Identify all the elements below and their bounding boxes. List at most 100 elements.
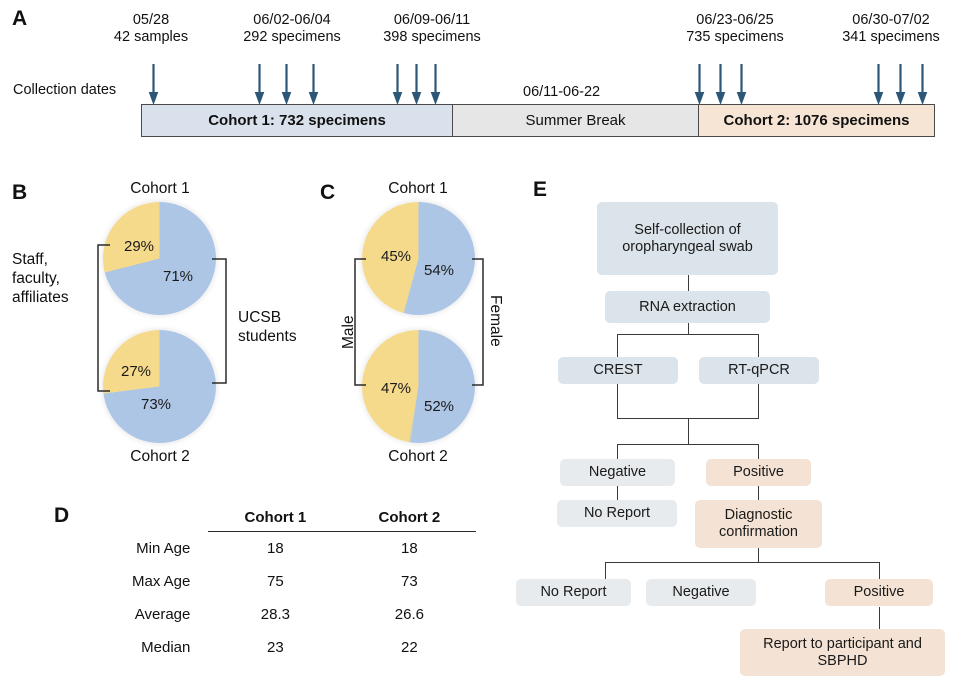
table-row-label: Median [141,639,191,656]
connector-crest-down [617,383,619,419]
table-row: Min Age 18 18 [120,532,476,566]
panel-b-top-title: Cohort 1 [130,180,190,197]
flow-node-diagnostic-confirmation[interactable]: Diagnostic confirmation [695,500,822,548]
table-cell: 75 [267,573,284,590]
collection-dates-label: Collection dates [13,82,117,98]
panel-b-letter: B [12,181,28,204]
timeline-arrow-icon [694,64,705,106]
panel-b-pie-cohort2 [103,330,216,443]
timeline-segment-summer-break: Summer Break [453,105,699,136]
flow-node-self-collection[interactable]: Self-collection of oropharyngeal swab [597,202,778,275]
flow-node-no-report-screen[interactable]: No Report [557,500,677,527]
panel-d-letter: D [54,504,70,527]
connector-down-negative1 [617,444,619,459]
connector-positive2-to-report [879,607,881,629]
timeline-tick-label-1: 05/28 42 samples [96,12,206,46]
timeline-arrow-icon [430,64,441,106]
timeline-segment-cohort1: Cohort 1: 732 specimens [142,105,453,136]
panel-c-bottom-title: Cohort 2 [388,448,448,465]
panel-b-bottom-title: Cohort 2 [130,448,190,465]
connector-split-crest-rtqpcr [617,334,759,336]
panel-c-top-title: Cohort 1 [388,180,448,197]
panel-b-left-bracket [89,244,111,392]
flow-node-crest[interactable]: CREST [558,357,678,384]
connector-down-negative2 [605,562,607,579]
connector-down-crest [617,334,619,357]
tick-dates: 06/02-06/04 [253,12,331,28]
connector-down-positive2 [879,562,881,579]
table-col-header-cohort1: Cohort 1 [208,507,343,532]
flow-node-report-participant-sbphd[interactable]: Report to participant and SBPHD [740,629,945,676]
table-row: Average 28.3 26.6 [120,598,476,631]
connector-down-rtqpcr [758,334,760,357]
panel-b-left-label-line-1: Staff, [12,251,48,268]
panel-b-pie2-blue-label: 73% [141,396,172,413]
panel-b-pie1-yellow-label: 29% [124,238,155,255]
flow-node-no-report-confirm[interactable]: No Report [516,579,631,606]
connector-merge-down [687,418,689,445]
panel-c-left-label: Male [340,315,357,349]
timeline-arrow-icon [281,64,292,106]
connector-positive1-to-diagnostic [758,485,760,500]
panel-c-pie1-blue-label: 54% [424,262,455,279]
panel-e-letter: E [533,178,548,201]
panel-e-workflow: E Self-collection of oropharyngeal swab … [500,175,976,683]
panel-d-age-table: D Cohort 1 Cohort 2 Min Age 18 18 Max Ag… [0,495,500,675]
tick-dates: 05/28 [132,12,170,28]
timeline-segment-cohort2: Cohort 2: 1076 specimens [699,105,934,136]
tick-count: 735 specimens [686,29,784,45]
tick-count: 42 samples [113,29,189,45]
table-row: Median 23 22 [120,631,476,664]
age-stats-table: Cohort 1 Cohort 2 Min Age 18 18 Max Age … [120,507,477,664]
table-row-label: Average [134,606,191,623]
panel-c-pie2-blue-label: 52% [424,398,455,415]
timeline-tick-label-3: 06/09-06/11 398 specimens [352,12,512,46]
flow-node-positive-confirm[interactable]: Positive [825,579,933,606]
tick-dates: 06/30-07/02 [852,12,930,28]
table-cell: 28.3 [260,606,290,623]
panel-b-right-bracket [211,258,235,384]
connector-negative1-to-noreport [617,485,619,500]
panel-c-left-bracket [347,258,367,386]
connector-diagnostic-down [758,548,760,563]
panel-c-pie-cohort1 [362,202,475,315]
panel-b-pie1-blue-label: 71% [163,268,194,285]
table-header-row: Cohort 1 Cohort 2 [120,507,477,532]
table-cell: 18 [267,540,284,557]
timeline-arrow-icon [392,64,403,106]
timeline-arrow-icon [715,64,726,106]
panel-a-timeline: A 05/28 42 samples 06/02-06/04 292 speci… [0,0,976,160]
panel-b-right-label: UCSB students [238,308,297,346]
connector-split-neg2-pos2 [605,562,880,564]
panel-a-letter: A [12,7,28,30]
tick-dates: 06/09-06/11 [393,12,471,28]
table-corner-cell [120,507,208,532]
panel-c-pie1-yellow-label: 45% [381,248,412,265]
timeline-arrow-icon [917,64,928,106]
panel-b-right-label-line-2: students [238,328,297,345]
flow-node-rna-extraction[interactable]: RNA extraction [605,291,770,323]
connector-split-neg-pos [617,444,759,446]
table-col-header-cohort2: Cohort 2 [342,507,477,532]
flow-node-negative-screen[interactable]: Negative [560,459,675,486]
timeline-arrow-icon [736,64,747,106]
summer-break-dates-label: 06/11-06-22 [523,84,601,100]
connector-rna-down [687,323,689,335]
tick-count: 292 specimens [243,29,341,45]
flow-node-rt-qpcr[interactable]: RT-qPCR [699,357,819,384]
panel-b-pie2-yellow-label: 27% [121,363,152,380]
table-cell: 26.6 [394,606,424,623]
table-cell: 23 [267,639,284,656]
flow-node-negative-confirm[interactable]: Negative [646,579,756,606]
connector-down-positive1 [758,444,760,459]
panel-b-pie-cohort1 [103,202,216,315]
timeline-arrow-icon [895,64,906,106]
flow-node-positive-screen[interactable]: Positive [706,459,811,486]
timeline-tick-label-4: 06/23-06/25 735 specimens [655,12,815,46]
panel-b-left-label-line-2: faculty, [12,270,60,287]
connector-selfcollection-to-rna [687,275,689,291]
table-cell: 18 [401,540,418,557]
panel-c-letter: C [320,181,336,204]
timeline-arrow-icon [148,64,159,106]
